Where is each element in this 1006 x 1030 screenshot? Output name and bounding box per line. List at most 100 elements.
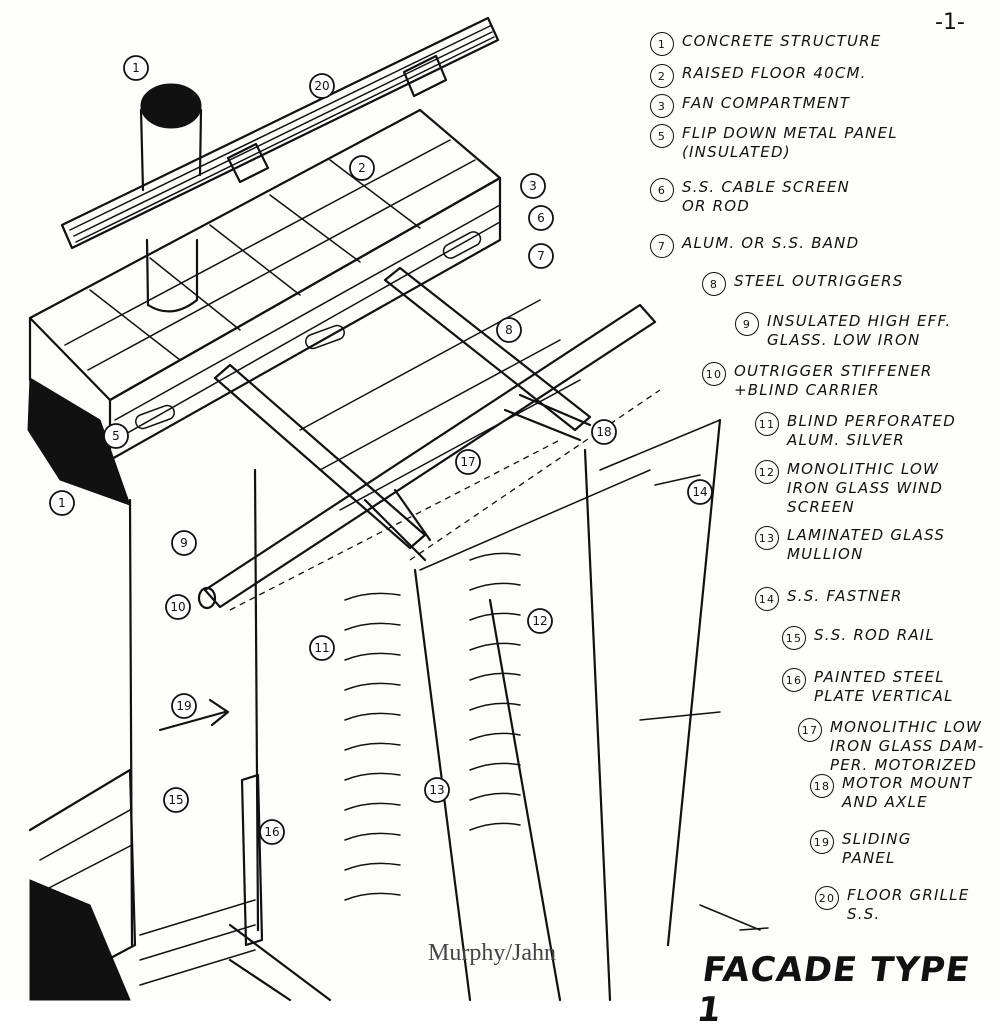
legend-text: LAMINATED GLASS MULLION bbox=[787, 526, 946, 563]
callout-circle bbox=[309, 73, 335, 99]
legend-text: RAISED FLOOR 40cm. bbox=[682, 64, 867, 82]
callout-number: 1 bbox=[58, 496, 66, 510]
lower-slab-and-plate bbox=[28, 768, 332, 1002]
callout-number: 5 bbox=[112, 429, 120, 443]
legend-item: 5 FLIP DOWN METAL PANEL (INSULATED) bbox=[650, 124, 898, 162]
legend-text: OUTRIGGER STIFFENER +BLIND CARRIER bbox=[734, 362, 933, 399]
callout-circle bbox=[171, 693, 197, 719]
page-number: -1- bbox=[935, 10, 965, 35]
legend-item: 15 S.S. ROD RAIL bbox=[782, 626, 935, 650]
legend-text: MOTOR MOUNT AND AXLE bbox=[842, 774, 973, 811]
legend-text: S.S. FASTNER bbox=[787, 587, 903, 605]
callout-number: 2 bbox=[358, 161, 366, 175]
callout-circle bbox=[496, 317, 522, 343]
perforated-blind bbox=[344, 552, 521, 901]
legend-text: INSULATED HIGH EFF. GLASS. LOW IRON bbox=[767, 312, 952, 349]
callout-number: 14 bbox=[692, 485, 707, 499]
legend-number: 20 bbox=[815, 886, 839, 910]
legend-text: STEEL OUTRIGGERS bbox=[734, 272, 904, 290]
legend-text: SLIDING PANEL bbox=[842, 830, 912, 867]
legend-item: 13 LAMINATED GLASS MULLION bbox=[755, 526, 945, 564]
watermark: Murphy/Jahn bbox=[428, 940, 556, 966]
legend-item: 11 BLIND PERFORATED ALUM. SILVER bbox=[755, 412, 956, 450]
callout-circle bbox=[165, 594, 191, 620]
callout-circle bbox=[528, 243, 554, 269]
hatched-slab-edge bbox=[27, 377, 131, 1001]
legend-number: 15 bbox=[782, 626, 806, 650]
callout-number: 7 bbox=[537, 249, 545, 263]
legend-number: 10 bbox=[702, 362, 726, 386]
legend-text: FLIP DOWN METAL PANEL (INSULATED) bbox=[682, 124, 898, 161]
legend-item: 2 RAISED FLOOR 40cm. bbox=[650, 64, 867, 88]
legend-number: 2 bbox=[650, 64, 674, 88]
callout-circle bbox=[49, 490, 75, 516]
rod-rail-and-sliding-arrow bbox=[158, 698, 769, 931]
callout-circle bbox=[123, 55, 149, 81]
legend-number: 18 bbox=[810, 774, 834, 798]
legend-number: 1 bbox=[650, 32, 674, 56]
callout-circle bbox=[309, 635, 335, 661]
callout-circle bbox=[591, 419, 617, 445]
callout-number: 1 bbox=[132, 61, 140, 75]
raised-floor-slab bbox=[28, 108, 502, 462]
callout-circle bbox=[455, 449, 481, 475]
callout-circle bbox=[349, 155, 375, 181]
legend-number: 13 bbox=[755, 526, 779, 550]
callout-circle bbox=[171, 530, 197, 556]
legend-text: PAINTED STEEL PLATE VERTICAL bbox=[814, 668, 954, 705]
legend-item: 19 SLIDING PANEL bbox=[810, 830, 912, 868]
glass-facade-panels bbox=[128, 418, 722, 1002]
callout-number: 19 bbox=[176, 699, 191, 713]
callout-number: 20 bbox=[314, 79, 329, 93]
legend-text: ALUM. OR S.S. BAND bbox=[682, 234, 860, 252]
callout-number: 12 bbox=[532, 614, 547, 628]
damper-glass bbox=[229, 299, 661, 611]
legend-number: 5 bbox=[650, 124, 674, 148]
legend-item: 7 ALUM. OR S.S. BAND bbox=[650, 234, 859, 258]
legend-number: 11 bbox=[755, 412, 779, 436]
legend-number: 19 bbox=[810, 830, 834, 854]
legend-text: BLIND PERFORATED ALUM. SILVER bbox=[787, 412, 956, 449]
callout-circle bbox=[424, 777, 450, 803]
legend-item: 20 FLOOR GRILLE S.S. bbox=[815, 886, 969, 924]
legend-number: 3 bbox=[650, 94, 674, 118]
callout-circle bbox=[520, 173, 546, 199]
legend-text: S.S. CABLE SCREEN OR ROD bbox=[682, 178, 850, 215]
callout-number: 15 bbox=[168, 793, 183, 807]
legend-number: 12 bbox=[755, 460, 779, 484]
legend-number: 14 bbox=[755, 587, 779, 611]
callout-circle bbox=[259, 819, 285, 845]
callout-circle bbox=[687, 479, 713, 505]
callout-number: 3 bbox=[529, 179, 537, 193]
callout-circle bbox=[528, 205, 554, 231]
callout-number: 8 bbox=[505, 323, 513, 337]
legend-item: 9 INSULATED HIGH EFF. GLASS. LOW IRON bbox=[735, 312, 951, 350]
sheet-title: FACADE TYPE 1 bbox=[694, 950, 973, 1030]
callout-number: 6 bbox=[537, 211, 545, 225]
callout-circle bbox=[103, 423, 129, 449]
legend-text: S.S. ROD RAIL bbox=[814, 626, 935, 644]
legend-item: 10 OUTRIGGER STIFFENER +BLIND CARRIER bbox=[702, 362, 932, 400]
legend-number: 17 bbox=[798, 718, 822, 742]
legend-text: FLOOR GRILLE S.S. bbox=[847, 886, 970, 923]
legend-item: 14 S.S. FASTNER bbox=[755, 587, 903, 611]
legend-number: 8 bbox=[702, 272, 726, 296]
callout-number: 10 bbox=[170, 600, 185, 614]
legend-number: 6 bbox=[650, 178, 674, 202]
legend-item: 18 MOTOR MOUNT AND AXLE bbox=[810, 774, 972, 812]
legend-text: MONOLITHIC LOW IRON GLASS WIND SCREEN bbox=[787, 460, 944, 516]
steel-outriggers bbox=[197, 266, 657, 610]
callout-number: 11 bbox=[314, 641, 329, 655]
callout-number: 16 bbox=[264, 825, 279, 839]
legend-number: 9 bbox=[735, 312, 759, 336]
legend-text: FAN COMPARTMENT bbox=[682, 94, 851, 112]
concrete-column bbox=[139, 83, 203, 313]
legend-number: 7 bbox=[650, 234, 674, 258]
callout-number: 9 bbox=[180, 536, 188, 550]
